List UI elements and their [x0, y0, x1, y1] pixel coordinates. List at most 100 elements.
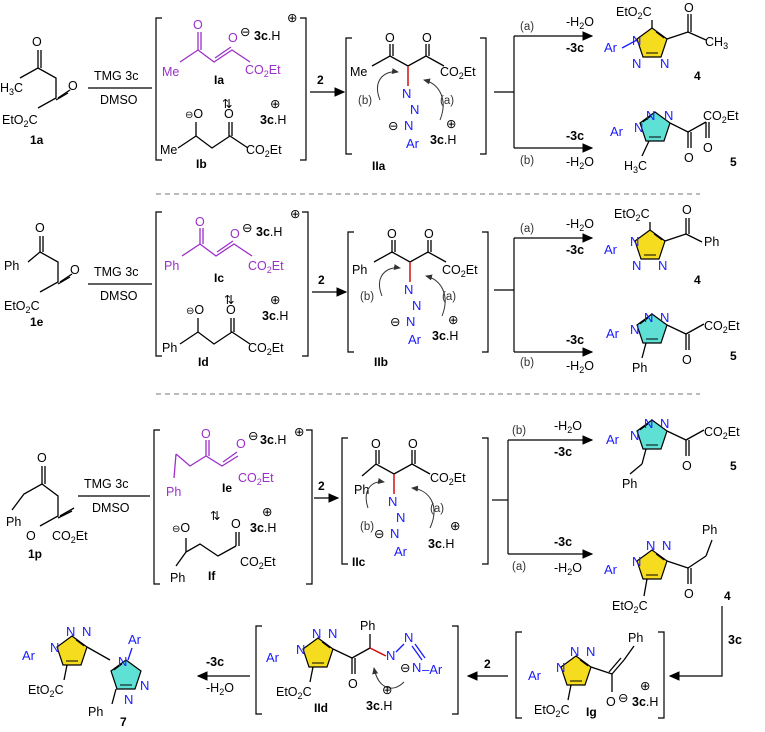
svg-text:N: N [632, 33, 641, 48]
row2-step-arrow: 2 [312, 273, 348, 297]
svg-text:DMSO: DMSO [100, 93, 138, 107]
row2-enolate-bracket: ⊕ O O ⊖ 3c.H Ph CO2Et Ic ⇅ ⊕ 3c.H ⊖O O P… [155, 207, 309, 369]
svg-text:⇅: ⇅ [222, 97, 233, 111]
row1-branch-arrows: (a) (b) -H2O -3c -3c -H2O [494, 15, 594, 171]
svg-text:Ph: Ph [622, 477, 637, 491]
svg-text:DMSO: DMSO [92, 501, 130, 515]
svg-text:⊖: ⊖ [240, 25, 250, 39]
svg-text:⊕: ⊕ [450, 519, 460, 533]
svg-text:N: N [660, 310, 669, 325]
svg-text:O: O [703, 141, 713, 155]
svg-text:Ph: Ph [4, 259, 19, 273]
svg-text:(b): (b) [358, 95, 372, 107]
row4-base-arrow: 3c [668, 606, 742, 681]
svg-text:2: 2 [318, 273, 325, 287]
svg-text:CO2Et: CO2Et [246, 143, 282, 159]
svg-text:Ar: Ar [22, 648, 36, 663]
row3-branch-arrows: (b) (a) -H2O -3c -3c -H2O [492, 419, 594, 577]
row4-intermediate-bracket-IId: Ar N N N EtO2C O Ph N N N ⊖ –Ar ⊕ 3c.H I… [255, 619, 459, 715]
svg-text:Ar: Ar [604, 562, 618, 577]
svg-text:3c.H: 3c.H [254, 29, 280, 43]
svg-text:O: O [195, 215, 205, 229]
svg-text:Ph: Ph [162, 341, 177, 355]
svg-text:⊖: ⊖ [618, 691, 628, 705]
svg-text:N: N [660, 56, 669, 71]
svg-text:3c: 3c [728, 633, 742, 647]
svg-text:-H2O: -H2O [566, 217, 594, 233]
svg-text:-H2O: -H2O [554, 561, 582, 577]
svg-text:⊕: ⊕ [382, 683, 392, 697]
svg-text:Ar: Ar [606, 326, 620, 341]
svg-text:O: O [68, 79, 78, 93]
svg-text:N: N [556, 660, 565, 675]
svg-text:Me: Me [160, 143, 177, 157]
svg-text:⊕: ⊕ [290, 207, 300, 221]
svg-text:N: N [658, 258, 667, 273]
svg-text:O: O [387, 227, 397, 241]
svg-text:N: N [66, 624, 75, 639]
svg-text:Ph: Ph [360, 619, 375, 633]
svg-text:CO2Et: CO2Et [240, 555, 276, 571]
svg-text:Ph: Ph [166, 485, 181, 499]
product-label-4-row2: 4 [694, 273, 701, 287]
svg-text:EtO2C: EtO2C [614, 207, 650, 223]
svg-text:TMG 3c: TMG 3c [94, 265, 138, 279]
svg-text:-H2O: -H2O [206, 681, 234, 697]
intermediate-label-IIc: IIc [352, 555, 366, 569]
enolate-label-If: If [208, 569, 216, 583]
svg-text:(a): (a) [512, 561, 526, 573]
svg-text:Ph: Ph [164, 259, 179, 273]
intermediate-label-IIb: IIb [374, 355, 388, 369]
svg-text:O: O [70, 263, 80, 277]
svg-text:-3c: -3c [566, 333, 584, 347]
svg-text:N: N [312, 626, 321, 641]
row1-step-arrow: 2 [310, 73, 346, 97]
row1-enolate-bracket: ⊕ O O ⊖ 3c.H Me CO2Et Ia ⇅ ⊕ 3c.H ⊖O O M… [155, 11, 307, 171]
svg-text:N: N [644, 416, 653, 431]
svg-text:3c.H: 3c.H [366, 699, 392, 713]
svg-text:N: N [586, 644, 595, 659]
svg-text:3c.H: 3c.H [428, 537, 454, 551]
product-label-7: 7 [120, 715, 127, 729]
svg-text:CO2Et: CO2Et [248, 259, 284, 275]
row3-conditions: TMG 3c DMSO [78, 477, 150, 515]
svg-text:N: N [412, 298, 421, 313]
svg-text:N: N [660, 416, 669, 431]
svg-text:Me: Me [350, 65, 367, 79]
svg-text:N: N [646, 538, 655, 553]
svg-text:⇅: ⇅ [224, 293, 235, 307]
svg-text:CO2Et: CO2Et [245, 63, 281, 79]
svg-text:CO2Et: CO2Et [238, 471, 274, 487]
compound-label-1p: 1p [28, 547, 42, 561]
svg-text:N: N [630, 428, 639, 443]
svg-text:(b): (b) [520, 155, 534, 167]
svg-text:O: O [682, 203, 692, 217]
svg-text:N: N [630, 234, 639, 249]
product-label-4: 4 [694, 69, 701, 83]
product-label-4-row3: 4 [724, 589, 731, 603]
svg-text:H3C: H3C [624, 159, 647, 175]
compound-label-1e: 1e [30, 315, 44, 329]
svg-text:(a): (a) [440, 95, 454, 107]
row1-product-4: Ar N N N EtO2C O CH3 4 [604, 1, 728, 83]
svg-text:O: O [684, 151, 694, 165]
svg-text:⊕: ⊕ [294, 425, 304, 439]
row2-intermediate-bracket: O O Ph CO2Et N N N ⊖ Ar (b) (a) ⊕ 3c.H I… [347, 227, 489, 369]
row3-step-arrow: 2 [314, 479, 340, 503]
row3-enolate-bracket: ⊕ O O ⊖ 3c.H Ph CO2Et Ie ⇅ ⊕ 3c.H ⊖O O P… [153, 425, 313, 585]
svg-text:-H2O: -H2O [566, 359, 594, 375]
svg-text:-3c: -3c [566, 41, 584, 55]
svg-text:2: 2 [484, 657, 491, 671]
enolate-label-Ig: Ig [586, 705, 597, 719]
svg-text:2: 2 [317, 73, 324, 87]
svg-text:O: O [422, 31, 432, 45]
svg-text:N: N [140, 678, 149, 693]
svg-text:-3c: -3c [554, 445, 572, 459]
svg-text:N: N [50, 640, 59, 655]
svg-text:CO2Et: CO2Et [52, 529, 88, 545]
svg-text:3c.H: 3c.H [260, 113, 286, 127]
svg-text:3c.H: 3c.H [256, 225, 282, 239]
intermediate-label-IIa: IIa [372, 159, 386, 173]
svg-text:TMG 3c: TMG 3c [84, 477, 128, 491]
svg-text:Ph: Ph [88, 705, 103, 719]
